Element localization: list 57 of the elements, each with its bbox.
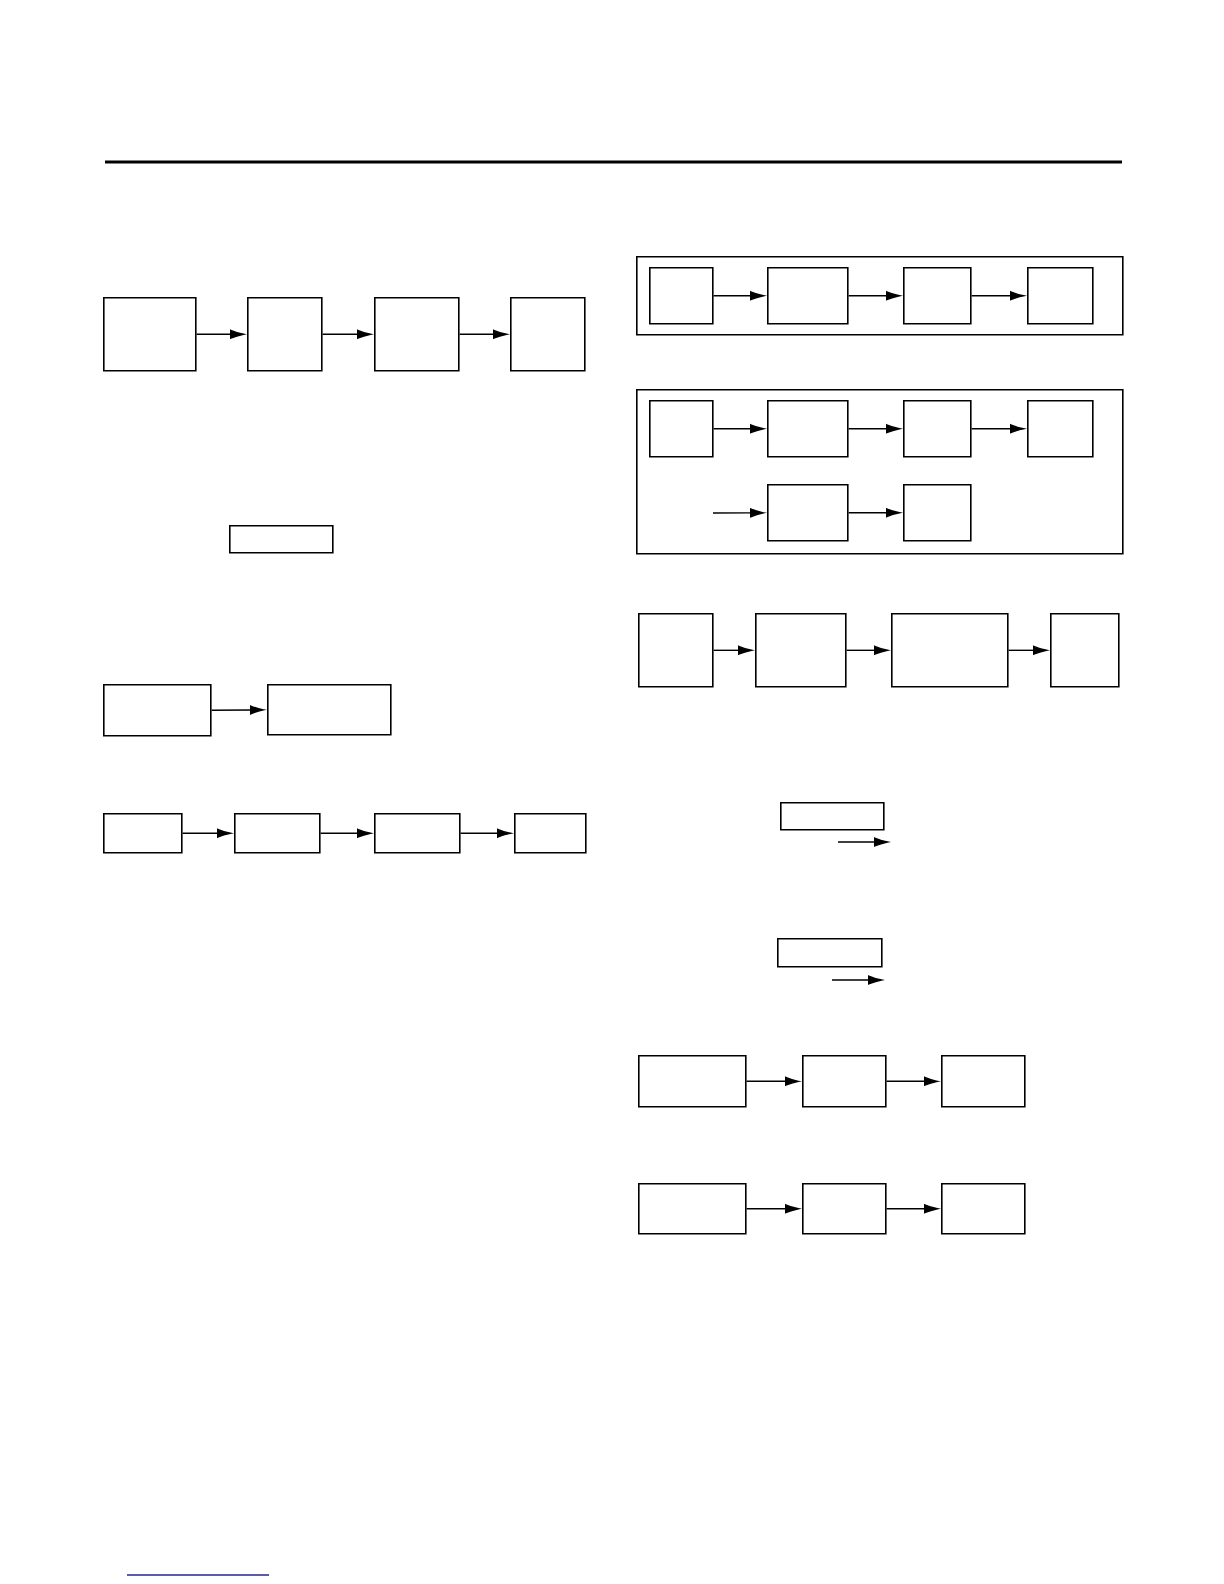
process-box [903, 400, 972, 458]
process-box [374, 813, 461, 854]
process-box [510, 297, 586, 372]
process-box [903, 484, 972, 542]
process-box [103, 813, 183, 854]
process-box [229, 525, 334, 554]
process-box [767, 267, 849, 325]
arrow [745, 1076, 800, 1086]
process-box [941, 1183, 1026, 1235]
process-box [891, 613, 1009, 688]
process-box [649, 400, 714, 458]
process-box [103, 297, 197, 372]
process-box [780, 802, 885, 831]
process-box [802, 1183, 887, 1235]
arrow [885, 1076, 939, 1086]
process-box [1027, 267, 1094, 325]
arrow [970, 291, 1025, 301]
process-box [1027, 400, 1094, 458]
process-box [941, 1055, 1026, 1108]
arrow [712, 424, 765, 434]
process-box [267, 684, 392, 736]
process-box [903, 267, 972, 325]
process-box [374, 297, 460, 372]
arrow [847, 508, 901, 518]
process-box [649, 267, 714, 325]
arrow [847, 291, 901, 301]
arrow [970, 424, 1025, 434]
process-box [777, 938, 883, 968]
process-box [234, 813, 321, 854]
process-box [1050, 613, 1120, 688]
arrow [847, 424, 901, 434]
arrow [1007, 645, 1048, 655]
process-box [638, 1055, 747, 1108]
arrow [319, 828, 372, 838]
process-box [636, 389, 1124, 555]
arrow [195, 329, 245, 339]
process-box [514, 813, 587, 854]
process-box [636, 256, 1124, 336]
arrow [712, 645, 753, 655]
arrow [210, 705, 265, 715]
arrow [845, 645, 889, 655]
process-box [767, 484, 849, 542]
process-box [755, 613, 847, 688]
process-box [103, 684, 212, 737]
arrow [321, 329, 372, 339]
arrow [712, 291, 765, 301]
process-box [247, 297, 323, 372]
arrow [181, 828, 232, 838]
process-box [638, 613, 714, 688]
arrow [458, 329, 508, 339]
arrow [745, 1204, 800, 1214]
arrow [459, 828, 512, 838]
arrow [712, 508, 765, 518]
process-box [767, 400, 849, 458]
process-box [638, 1183, 747, 1235]
process-box [802, 1055, 887, 1108]
arrow [885, 1204, 939, 1214]
